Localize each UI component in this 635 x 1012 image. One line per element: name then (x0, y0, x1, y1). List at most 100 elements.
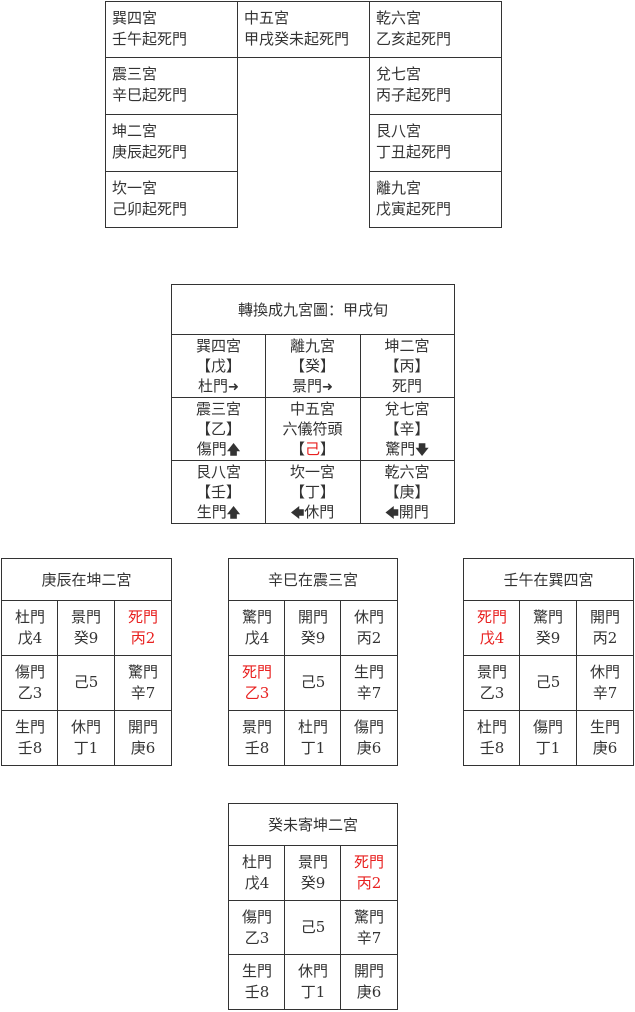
palace-gate: 驚門🡇 (360, 439, 454, 461)
stem-value: 辛7 (356, 683, 382, 702)
arrow-up-icon: 🡅 (226, 506, 241, 521)
divider (284, 845, 285, 1009)
chart-cell: 傷門庚6 (341, 710, 397, 765)
palace-cell-zhen3: 震三宮 【乙】 傷門🡅 (172, 397, 266, 461)
stem-value: 丙2 (130, 628, 156, 647)
gate-label: 傷門 (14, 662, 45, 681)
arrow-down-icon: 🡇 (415, 443, 429, 458)
chart-cell: 杜門戊4 (2, 600, 58, 655)
palace-cell-zhong5: 中五宮 六儀符頭 【己】 (265, 397, 361, 461)
stem-value: 乙3 (244, 928, 270, 947)
palace-name: 乾六宮 (384, 463, 430, 481)
palace-stem: 【辛】 (384, 420, 430, 438)
stem-value: 乙3 (17, 683, 43, 702)
palace-text: 庚辰起死門 (112, 143, 188, 161)
gate-label: 景門 (297, 852, 328, 871)
palace-stem: 【丙】 (384, 357, 430, 375)
palace-name: 艮八宮 (195, 463, 241, 481)
bracket-open: 【 (289, 440, 305, 458)
chart-cell: 己5 (285, 655, 341, 710)
palace-name: 乾六宮 (376, 9, 422, 27)
chart-cell: 傷門丁1 (520, 710, 576, 765)
gate-label: 開門 (353, 961, 384, 980)
top-cell-zhen3: 震三宮 辛巳起死門 (105, 57, 238, 115)
chart-title: 壬午在巽四宮 (464, 559, 633, 601)
stem-value: 戊4 (244, 628, 270, 647)
divider (464, 710, 633, 711)
highlighted-stem: 己 (304, 440, 320, 458)
chart-title: 癸未寄坤二宮 (229, 804, 397, 846)
top-cell-gen8: 艮八宮 丁丑起死門 (369, 114, 502, 172)
palace-stem: 【壬】 (195, 483, 241, 501)
chart-cell: 己5 (58, 655, 114, 710)
top-cell-kun2: 坤二宮 庚辰起死門 (105, 114, 238, 172)
divider (576, 600, 577, 765)
palace-name: 巽四宮 (195, 337, 241, 355)
stem-value: 丁1 (300, 982, 326, 1001)
stem-value: 己5 (73, 673, 99, 691)
stem-value: 戊4 (479, 628, 505, 647)
gate-label: 生門 (196, 503, 227, 521)
chart-cell: 驚門辛7 (341, 900, 397, 955)
chart-cell: 休門丙2 (341, 600, 397, 655)
stem-value: 丁1 (73, 738, 99, 757)
stem-value: 壬8 (244, 738, 270, 757)
bracket-close: 】 (320, 440, 336, 458)
chart-cell: 景門壬8 (229, 710, 285, 765)
top-cell-qian6: 乾六宮 乙亥起死門 (369, 1, 502, 58)
divider (114, 600, 115, 765)
palace-cell-kun2: 坤二宮 【丙】 死門 (360, 334, 454, 398)
gate-label: 休門 (589, 662, 620, 681)
chart-cell: 驚門辛7 (115, 655, 171, 710)
divider (229, 655, 397, 656)
palace-stem: 【庚】 (384, 483, 430, 501)
chart-cell: 傷門乙3 (229, 900, 285, 955)
palace-name: 坎一宮 (289, 463, 335, 481)
chart-cell: 生門壬8 (229, 954, 285, 1009)
palace-text: 乙亥起死門 (376, 30, 452, 48)
gate-label: 驚門 (532, 607, 563, 626)
stem-value: 乙3 (244, 683, 270, 702)
gate-label: 生門 (353, 662, 384, 681)
gate-label: 休門 (70, 717, 101, 736)
chart-cell: 杜門丁1 (285, 710, 341, 765)
chart-cell: 開門丙2 (577, 600, 633, 655)
palace-name: 離九宮 (376, 179, 422, 197)
gate-label: 杜門 (198, 377, 229, 395)
palace-stem: 【癸】 (289, 357, 335, 375)
stem-value: 庚6 (130, 738, 156, 757)
palace-name: 中五宮 (244, 9, 290, 27)
palace-text: 甲戌癸未起死門 (244, 30, 350, 48)
palace-text: 壬午起死門 (112, 30, 188, 48)
chart-cell: 休門辛7 (577, 655, 633, 710)
palace-gate: 死門 (391, 377, 422, 395)
arrow-left-icon: 🡄 (385, 506, 399, 521)
gate-label: 死門 (476, 607, 507, 626)
stem-value: 庚6 (356, 982, 382, 1001)
stem-value: 丁1 (535, 738, 561, 757)
stem-value: 丙2 (356, 628, 382, 647)
gate-label: 休門 (297, 961, 328, 980)
stem-value: 癸9 (300, 628, 326, 647)
divider (2, 655, 171, 656)
stem-value: 癸9 (73, 628, 99, 647)
chart-cell: 開門癸9 (285, 600, 341, 655)
divider (229, 900, 397, 901)
palace-stem: 【乙】 (195, 420, 241, 438)
palace-stem: 【丁】 (289, 483, 335, 501)
stem-value: 癸9 (300, 873, 326, 892)
chart-cell: 生門壬8 (2, 710, 58, 765)
chart-cell: 生門辛7 (341, 655, 397, 710)
palace-cell-dui7: 兌七宮 【辛】 驚門🡇 (360, 397, 454, 461)
palace-text: 丙子起死門 (376, 86, 452, 104)
palace-text: 戊寅起死門 (376, 200, 452, 218)
chart-cell: 休門丁1 (58, 710, 114, 765)
gate-label: 驚門 (127, 662, 158, 681)
gate-label: 開門 (297, 607, 328, 626)
gate-label: 開門 (398, 503, 429, 521)
palace-name: 震三宮 (195, 400, 241, 418)
